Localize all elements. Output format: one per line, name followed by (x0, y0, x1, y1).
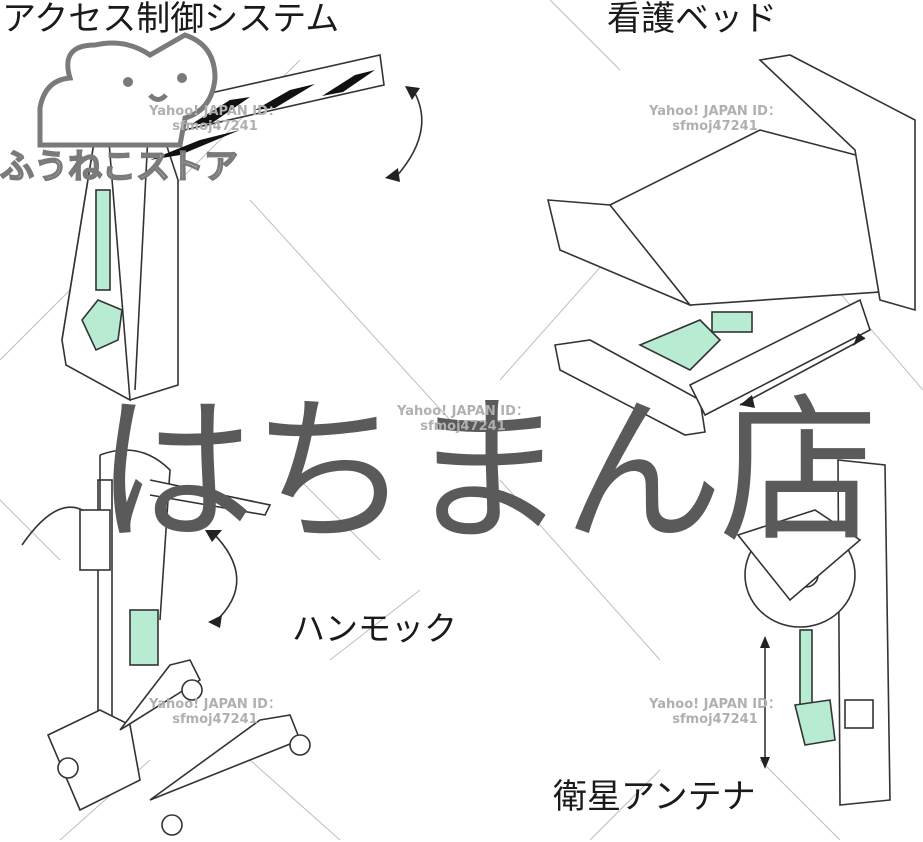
cat-logo-icon (37, 32, 218, 148)
watermark-line1: Yahoo! JAPAN ID： (649, 104, 781, 119)
watermark-center: Yahoo! JAPAN ID： sfmoj47241 (388, 404, 538, 435)
watermark-line2: sfmoj47241 (172, 711, 258, 727)
watermark-line2: sfmoj47241 (172, 118, 258, 134)
access-control-barrier-illustration (61, 54, 423, 402)
satellite-antenna-illustration (736, 459, 891, 806)
hammock-lift-illustration (21, 449, 311, 836)
watermark-line2: sfmoj47241 (672, 711, 758, 727)
store-name-overlay: はちまん店 (95, 378, 879, 565)
watermark-line1: Yahoo! JAPAN ID： (649, 697, 781, 712)
watermark-bottom-right: Yahoo! JAPAN ID： sfmoj47241 (640, 697, 790, 728)
label-hammock: ハンモック (292, 609, 457, 648)
watermark-top-left: Yahoo! JAPAN ID： sfmoj47241 (140, 104, 290, 135)
watermark-line1: Yahoo! JAPAN ID： (149, 697, 281, 712)
label-access-control-system: アクセス制御システム (2, 0, 340, 39)
watermark-line1: Yahoo! JAPAN ID： (149, 104, 281, 119)
watermark-bottom-left: Yahoo! JAPAN ID： sfmoj47241 (140, 697, 290, 728)
watermark-line1: Yahoo! JAPAN ID： (397, 404, 529, 419)
nursing-bed-illustration (546, 54, 916, 436)
watermark-line2: sfmoj47241 (672, 118, 758, 134)
label-nursing-bed: 看護ベッド (607, 0, 777, 39)
watermark-top-right: Yahoo! JAPAN ID： sfmoj47241 (640, 104, 790, 135)
label-satellite-antenna: 衛星アンテナ (553, 777, 756, 817)
shop-logo-text: ふうねこストア (0, 147, 239, 187)
watermark-line2: sfmoj47241 (420, 418, 506, 434)
